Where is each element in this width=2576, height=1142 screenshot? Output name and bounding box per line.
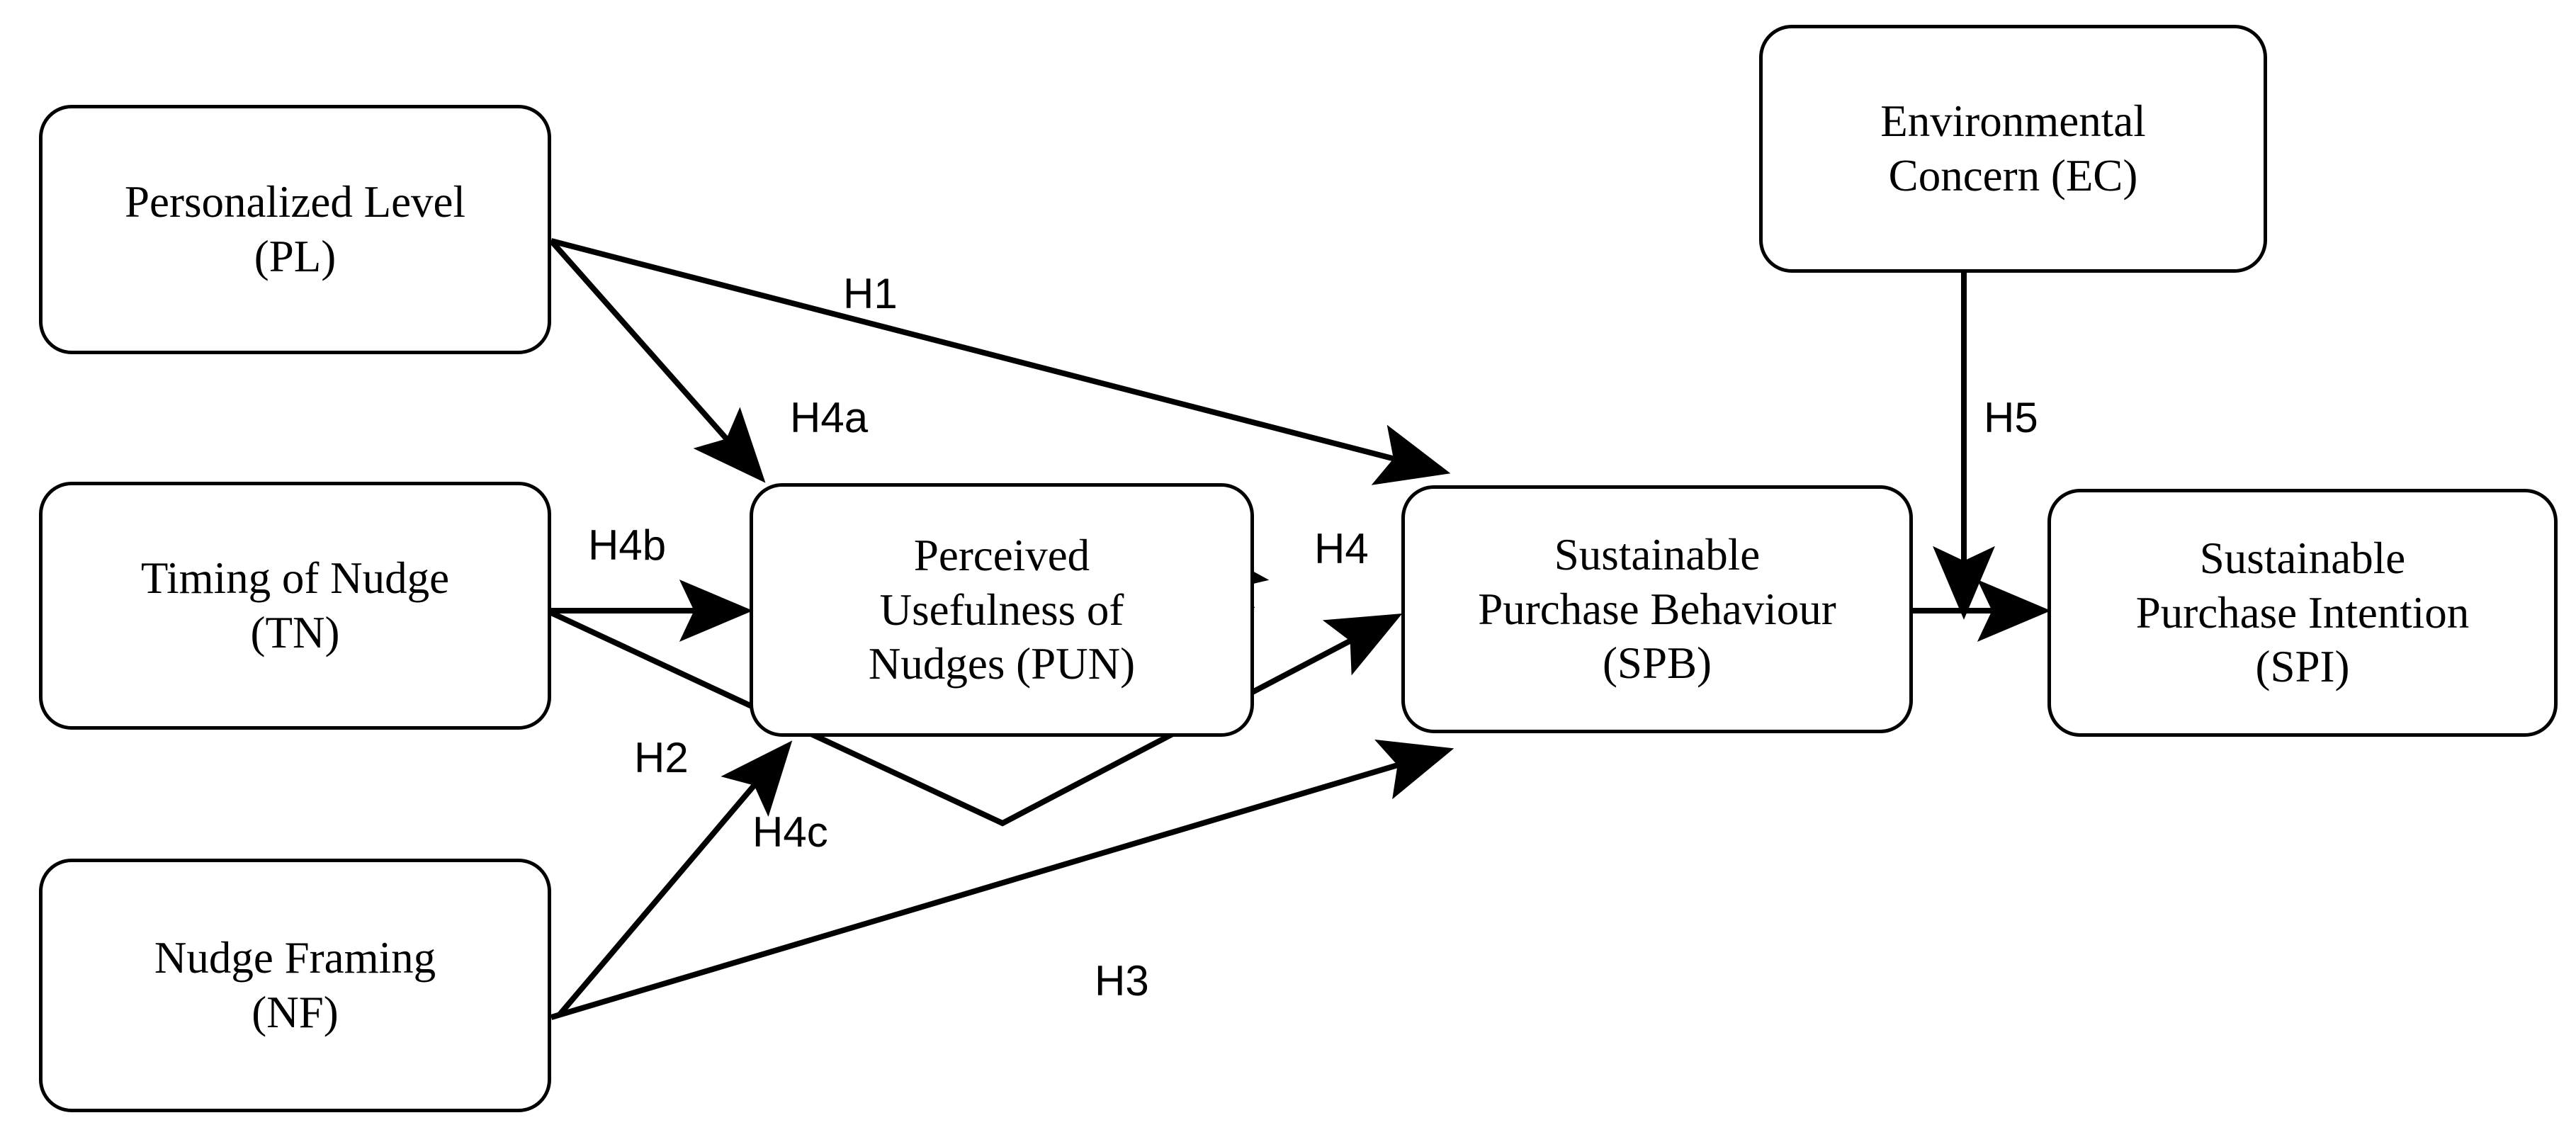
edge-label-h4b: H4b xyxy=(588,521,667,569)
edge-label-h4c: H4c xyxy=(752,808,828,856)
node-nudge-framing[interactable]: Nudge Framing (NF) xyxy=(39,859,551,1112)
edge-line-h4 xyxy=(550,610,1403,827)
edge-label-h4: H4 xyxy=(1314,525,1369,572)
node-personalized-level[interactable]: Personalized Level (PL) xyxy=(39,105,551,354)
edge-line-h1 xyxy=(550,238,1451,485)
edge-label-h1: H1 xyxy=(843,270,898,317)
edge-label-h4a: H4a xyxy=(790,394,869,441)
edge-label-h2: H2 xyxy=(634,734,689,781)
node-environmental-concern[interactable]: Environmental Concern (EC) xyxy=(1759,25,2267,273)
node-label: Personalized Level (PL) xyxy=(124,177,466,281)
node-label: Sustainable Purchase Behaviour (SPB) xyxy=(1478,529,1836,689)
edge-label-h3: H3 xyxy=(1095,957,1149,1005)
node-label: Timing of Nudge (TN) xyxy=(140,553,450,657)
edge-line-h2 xyxy=(557,740,793,1017)
node-perceived-usefulness-of-nudges[interactable]: Perceived Usefulness of Nudges (PUN) xyxy=(750,483,1254,737)
edge-line-h3 xyxy=(550,739,1454,1020)
node-sustainable-purchase-behaviour[interactable]: Sustainable Purchase Behaviour (SPB) xyxy=(1401,485,1913,733)
node-timing-of-nudge[interactable]: Timing of Nudge (TN) xyxy=(39,482,551,730)
edge-line-h4a xyxy=(549,239,766,483)
edge-label-h5: H5 xyxy=(1984,394,2038,441)
node-sustainable-purchase-intention[interactable]: Sustainable Purchase Intention (SPI) xyxy=(2047,489,2558,737)
node-label: Nudge Framing (NF) xyxy=(154,933,436,1037)
node-label: Environmental Concern (EC) xyxy=(1880,96,2146,200)
node-label: Sustainable Purchase Intention (SPI) xyxy=(2135,533,2470,692)
node-label: Perceived Usefulness of Nudges (PUN) xyxy=(868,530,1136,689)
